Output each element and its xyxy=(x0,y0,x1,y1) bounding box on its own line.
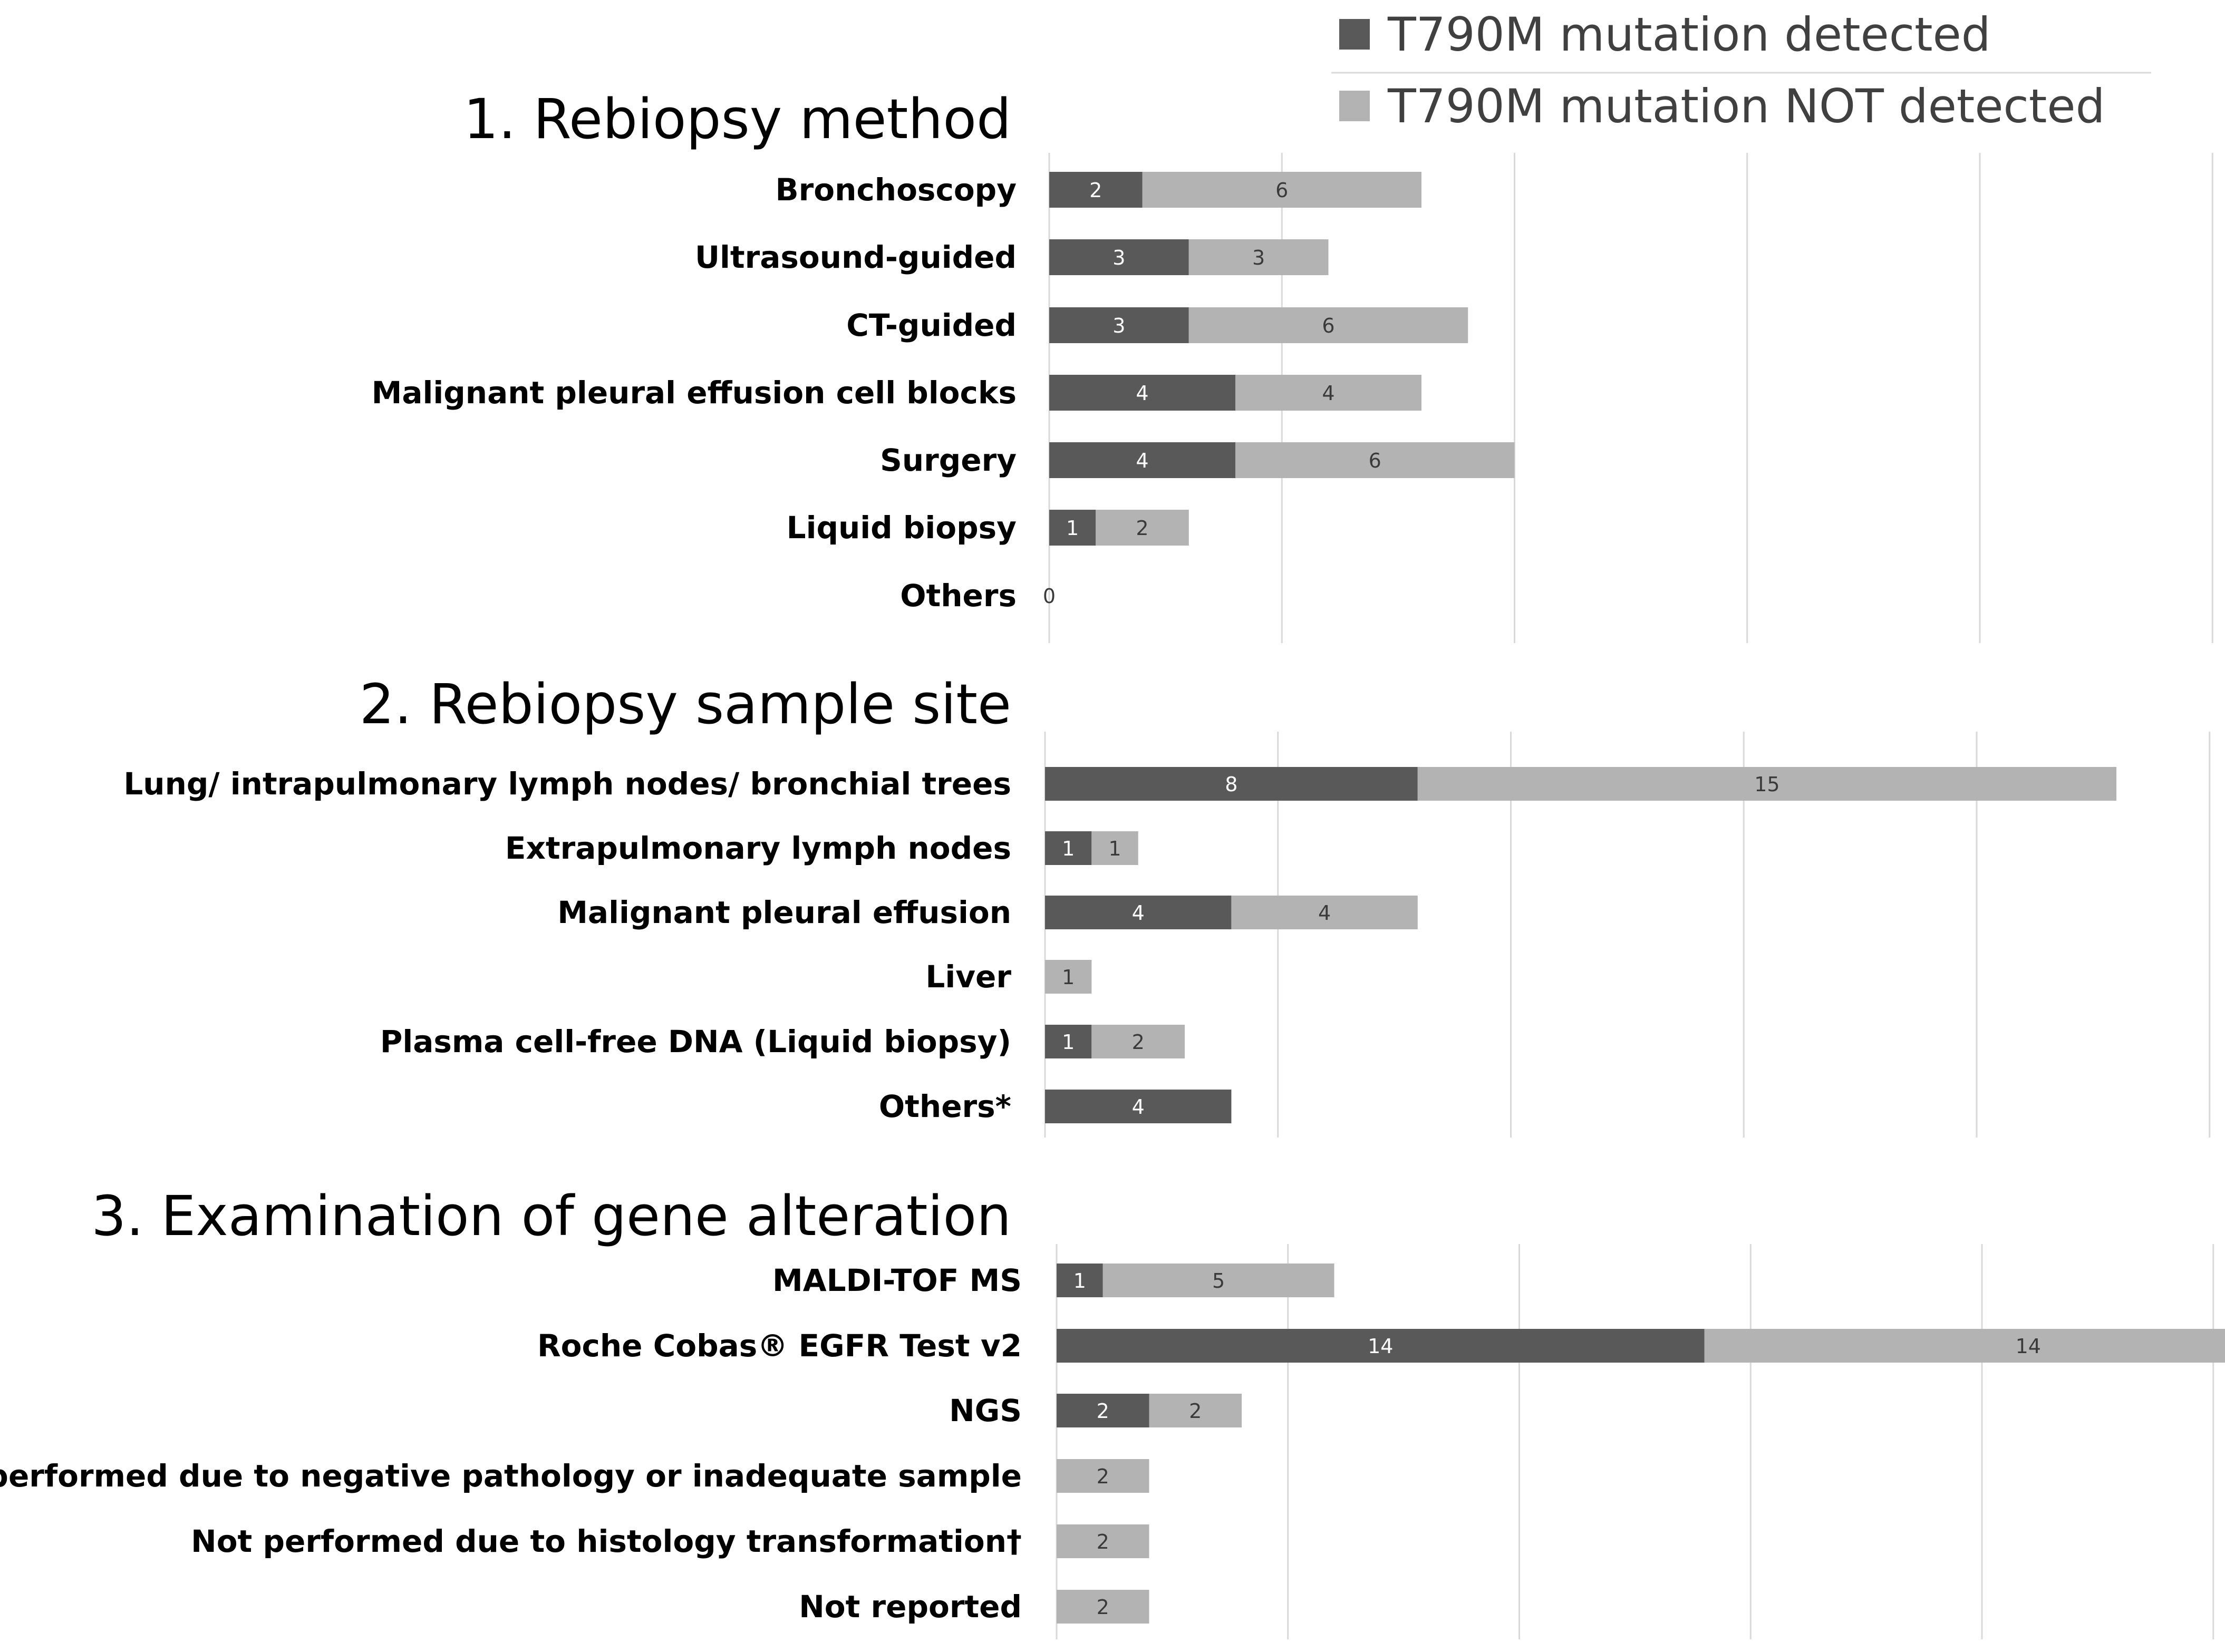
category-label: Ultrasound-guided xyxy=(695,239,1017,275)
category-label: Liquid biopsy xyxy=(787,510,1017,546)
data-label-detected: 3 xyxy=(1112,246,1125,269)
data-label-not-detected: 5 xyxy=(1212,1269,1225,1293)
data-label-detected: 2 xyxy=(1089,179,1102,202)
data-label-not-detected: 4 xyxy=(1318,901,1331,925)
data-label-not-detected: 3 xyxy=(1252,246,1265,269)
data-label-detected: 1 xyxy=(1066,517,1079,540)
bar-detected xyxy=(1049,307,1189,343)
bar-detected xyxy=(1057,1394,1149,1427)
bar-not-detected xyxy=(1417,767,2117,801)
bar-not-detected xyxy=(1057,1590,1149,1624)
bar-detected xyxy=(1049,172,1143,208)
bar-detected xyxy=(1057,1329,1705,1363)
category-label: Others* xyxy=(879,1089,1011,1124)
data-label-detected: 8 xyxy=(1225,773,1237,796)
data-label-detected: 4 xyxy=(1136,382,1148,405)
data-label-not-detected: 14 xyxy=(2016,1335,2041,1358)
category-label: Not performed due to histology transform… xyxy=(191,1523,1022,1559)
bar-detected xyxy=(1045,831,1092,865)
bar-detected xyxy=(1045,767,1418,801)
panel-title: 1. Rebiopsy method xyxy=(463,87,1011,151)
category-label: Lung/ intrapulmonary lymph nodes/ bronch… xyxy=(123,766,1011,802)
data-label-not-detected: 15 xyxy=(1754,773,1779,796)
bar-detected xyxy=(1049,375,1235,411)
bar-not-detected xyxy=(1235,442,1515,478)
category-label: Malignant pleural effusion cell blocks xyxy=(372,375,1017,411)
category-label: Surgery xyxy=(880,442,1017,478)
data-label-not-detected: 6 xyxy=(1369,449,1381,472)
data-label-detected: 4 xyxy=(1136,449,1148,472)
bar-not-detected xyxy=(1096,510,1189,546)
bar-detected xyxy=(1057,1264,1103,1297)
data-label-not-detected: 2 xyxy=(1136,517,1148,540)
data-label-not-detected: 1 xyxy=(1062,966,1075,989)
category-label: Plasma cell-free DNA (Liquid biopsy) xyxy=(380,1024,1011,1060)
bar-not-detected xyxy=(1057,1524,1149,1558)
data-label-not-detected: 6 xyxy=(1322,314,1334,337)
legend-swatch-not-detected xyxy=(1339,91,1370,121)
bar-not-detected xyxy=(1704,1329,2225,1363)
bar-not-detected xyxy=(1057,1459,1149,1493)
bar-not-detected xyxy=(1235,375,1421,411)
bar-detected xyxy=(1049,510,1096,546)
bar-not-detected xyxy=(1188,239,1329,275)
bar-detected xyxy=(1049,239,1189,275)
legend-label-detected: T790M mutation detected xyxy=(1387,7,1991,62)
category-label: NGS xyxy=(949,1393,1022,1429)
panel-title: 3. Examination of gene alteration xyxy=(91,1184,1011,1248)
bar-detected xyxy=(1049,442,1235,478)
data-label-not-detected: 2 xyxy=(1097,1465,1109,1488)
category-label: Extrapulmonary lymph nodes xyxy=(505,830,1011,866)
category-label: Not performed due to negative pathology … xyxy=(0,1458,1022,1494)
panel-title: 2. Rebiopsy sample site xyxy=(360,672,1011,736)
category-label: CT-guided xyxy=(846,307,1017,343)
category-label: MALDI-TOF MS xyxy=(772,1262,1022,1298)
data-label-detected: 1 xyxy=(1062,1031,1075,1054)
data-label-not-detected: 2 xyxy=(1189,1400,1202,1423)
category-label: Liver xyxy=(925,959,1011,995)
category-label: Others xyxy=(900,578,1017,614)
bar-not-detected xyxy=(1091,1025,1185,1058)
bar-detected xyxy=(1045,1025,1092,1058)
bar-detected xyxy=(1045,896,1232,929)
bar-not-detected xyxy=(1102,1264,1334,1297)
category-label: Not reported xyxy=(799,1589,1022,1625)
data-label-detected: 1 xyxy=(1062,837,1075,860)
data-label-detected: 14 xyxy=(1368,1335,1393,1358)
data-label-not-detected: 2 xyxy=(1097,1596,1109,1619)
legend-swatch-detected xyxy=(1339,19,1370,50)
data-label-detected: 1 xyxy=(1073,1269,1086,1293)
category-label: Malignant pleural effusion xyxy=(557,895,1011,930)
data-label-not-detected: 6 xyxy=(1275,179,1288,202)
bar-not-detected xyxy=(1231,896,1418,929)
category-label: Bronchoscopy xyxy=(775,172,1017,208)
legend-label-not-detected: T790M mutation NOT detected xyxy=(1387,79,2105,133)
data-label-detected: 4 xyxy=(1132,1095,1145,1119)
bar-not-detected xyxy=(1188,307,1468,343)
data-label-detected: 2 xyxy=(1097,1400,1109,1423)
data-label-detected: 3 xyxy=(1112,314,1125,337)
bar-detected xyxy=(1045,1090,1232,1123)
data-label-detected: 4 xyxy=(1132,901,1145,925)
category-label: Roche Cobas® EGFR Test v2 xyxy=(537,1328,1022,1364)
data-label-not-detected: 1 xyxy=(1108,837,1121,860)
data-label-zero: 0 xyxy=(1043,585,1056,608)
data-label-not-detected: 2 xyxy=(1097,1530,1109,1553)
bar-not-detected xyxy=(1091,831,1138,865)
bar-not-detected xyxy=(1045,960,1092,994)
bar-not-detected xyxy=(1149,1394,1242,1427)
data-label-not-detected: 2 xyxy=(1132,1031,1145,1054)
panel-3: 3. Examination of gene alterationMALDI-T… xyxy=(0,1184,2225,1639)
bar-not-detected xyxy=(1142,172,1421,208)
data-label-not-detected: 4 xyxy=(1322,382,1334,405)
